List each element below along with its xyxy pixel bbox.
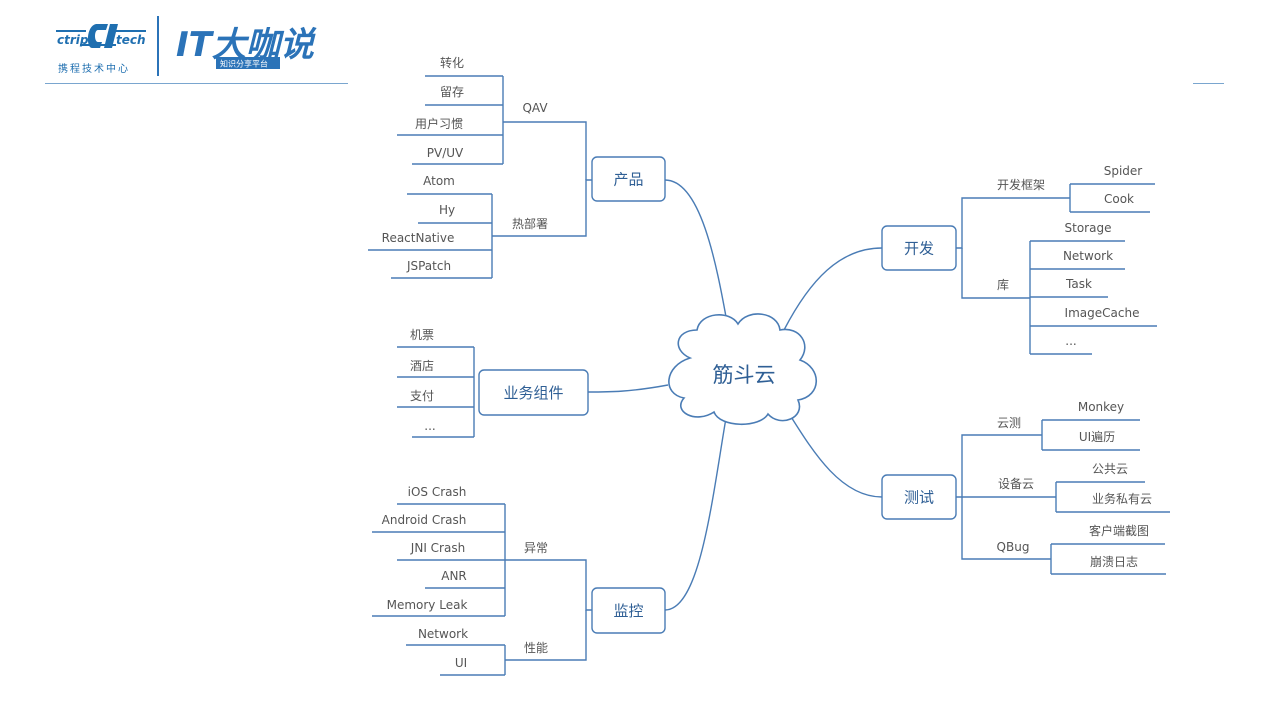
leaf-item: Spider	[1104, 164, 1143, 178]
node-develop-label: 开发	[904, 240, 934, 258]
leaf-item: JSPatch	[406, 259, 451, 273]
leaf-item: PV/UV	[427, 146, 464, 160]
header-rule-left	[45, 83, 348, 84]
leaf-item: Atom	[423, 174, 455, 188]
hotfix-label: 热部署	[512, 216, 548, 231]
devicecloud-label: 设备云	[998, 477, 1034, 491]
leaf-item: 支付	[410, 389, 434, 403]
leaf-item: UI遍历	[1079, 430, 1115, 444]
leaf-item: Task	[1065, 277, 1092, 291]
node-business-label: 业务组件	[503, 384, 563, 402]
leaf-item: ...	[424, 419, 435, 433]
leaf-item: 转化	[440, 55, 464, 70]
ctrip-caption: 携程技术中心	[58, 64, 130, 75]
leaf-item: Memory Leak	[387, 598, 468, 612]
leaf-item: 用户习惯	[415, 116, 463, 131]
test-branch-labels: 云测 Monkey UI遍历 设备云 公共云 业务私有云 QBug 客户端截图 …	[997, 400, 1152, 569]
node-test: 测试	[881, 474, 957, 520]
tech-word: tech	[116, 33, 146, 47]
leaf-item: 崩溃日志	[1090, 555, 1138, 569]
node-test-label: 测试	[904, 489, 934, 507]
library-label: 库	[997, 277, 1009, 292]
leaf-item: 机票	[410, 328, 434, 342]
it-daka-subtitle: 知识分享平台	[220, 59, 268, 69]
leaf-item: Network	[1063, 249, 1113, 263]
node-product: 产品	[591, 156, 666, 202]
product-branch-labels: QAV 转化 留存 用户习惯 PV/UV 热部署 Atom Hy ReactNa…	[382, 55, 549, 273]
leaf-item: ...	[1065, 334, 1076, 348]
business-branch-labels: 机票 酒店 支付 ...	[410, 328, 436, 433]
node-monitor: 监控	[591, 587, 666, 634]
monitor-branch-labels: 异常 iOS Crash Android Crash JNI Crash ANR…	[382, 485, 548, 670]
framework-label: 开发框架	[997, 177, 1045, 192]
leaf-item: 留存	[440, 85, 464, 99]
node-business: 业务组件	[478, 369, 589, 416]
slide-header: ctrip tech 携程技术中心 IT大咖说 知识分享平台	[0, 0, 1280, 90]
ctrip-logo-mark: ctrip tech	[56, 24, 146, 48]
it-daka-logo-mark: IT大咖说 知识分享平台	[176, 25, 317, 69]
leaf-item: ReactNative	[382, 231, 455, 245]
node-develop: 开发	[881, 225, 957, 271]
leaf-item: Storage	[1065, 221, 1112, 235]
cloudtest-label: 云测	[997, 416, 1021, 430]
ctrip-word: ctrip	[57, 33, 89, 47]
qbug-label: QBug	[997, 540, 1030, 554]
develop-branch-labels: 开发框架 Spider Cook 库 Storage Network Task …	[997, 164, 1142, 348]
leaf-item: Network	[418, 627, 468, 641]
leaf-item: Hy	[439, 203, 455, 217]
cloud-shape	[668, 313, 817, 425]
leaf-item: ImageCache	[1065, 306, 1140, 320]
leaf-item: Cook	[1104, 192, 1134, 206]
leaf-item: 公共云	[1092, 462, 1128, 476]
cloud-label: 筋斗云	[713, 363, 776, 387]
node-product-label: 产品	[613, 171, 643, 189]
leaf-item: UI	[455, 656, 467, 670]
node-monitor-label: 监控	[613, 602, 643, 620]
exception-label: 异常	[524, 541, 548, 555]
leaf-item: Monkey	[1078, 400, 1124, 414]
leaf-item: iOS Crash	[408, 485, 467, 499]
it-daka-logo: IT大咖说 知识分享平台	[176, 22, 336, 72]
leaf-item: Android Crash	[382, 513, 467, 527]
cloud-node: 筋斗云	[668, 313, 817, 425]
mindmap-connectors	[368, 75, 1170, 676]
leaf-item: JNI Crash	[410, 541, 465, 555]
leaf-item: ANR	[441, 569, 467, 583]
ctrip-tech-logo: ctrip tech 携程技术中心	[52, 18, 152, 80]
leaf-item: 业务私有云	[1092, 491, 1152, 506]
performance-label: 性能	[524, 641, 548, 655]
leaf-item: 酒店	[410, 359, 434, 373]
logo-divider	[157, 16, 159, 76]
qav-label: QAV	[522, 101, 548, 115]
leaf-item: 客户端截图	[1089, 523, 1149, 538]
header-rule-right	[1193, 83, 1224, 84]
